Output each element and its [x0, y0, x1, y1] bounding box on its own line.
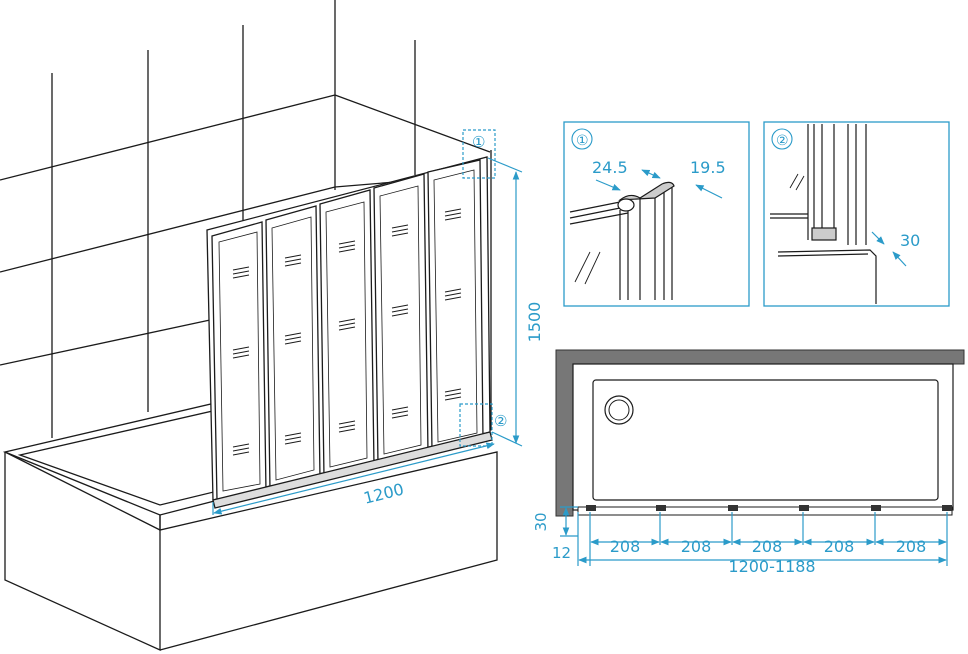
- plan-view: [555, 349, 965, 517]
- plan-panel-dim-5: 208: [896, 537, 927, 556]
- plan-panel-dim-1: 208: [610, 537, 641, 556]
- detail-1-panel: [563, 121, 750, 307]
- callout-1-label: ①: [472, 133, 485, 151]
- plan-panel-dim-2: 208: [681, 537, 712, 556]
- plan-dimensions: [560, 506, 948, 566]
- isometric-view: [0, 0, 498, 652]
- wall-tiles: [0, 0, 492, 438]
- callout-2-label: ②: [494, 412, 507, 430]
- plan-panel-dim-3: 208: [752, 537, 783, 556]
- detail-2-dim: 30: [900, 231, 920, 250]
- plan-panel-dim-4: 208: [824, 537, 855, 556]
- detail-1-dim-left: 24.5: [592, 158, 628, 177]
- plan-depth-label: 30: [532, 512, 550, 531]
- iso-dimensions: [212, 129, 523, 515]
- glass-frost-marks: [232, 208, 462, 456]
- detail-1-dim-right: 19.5: [690, 158, 726, 177]
- detail-2-panel: [763, 121, 950, 307]
- detail-1-number: ①: [576, 133, 589, 149]
- height-dimension-label: 1500: [525, 302, 544, 343]
- width-dimension-label: 1200: [362, 480, 406, 508]
- plan-total-dim: 1200-1188: [728, 557, 815, 576]
- detail-2-number: ②: [776, 133, 789, 149]
- plan-offset-label: 12: [552, 544, 571, 562]
